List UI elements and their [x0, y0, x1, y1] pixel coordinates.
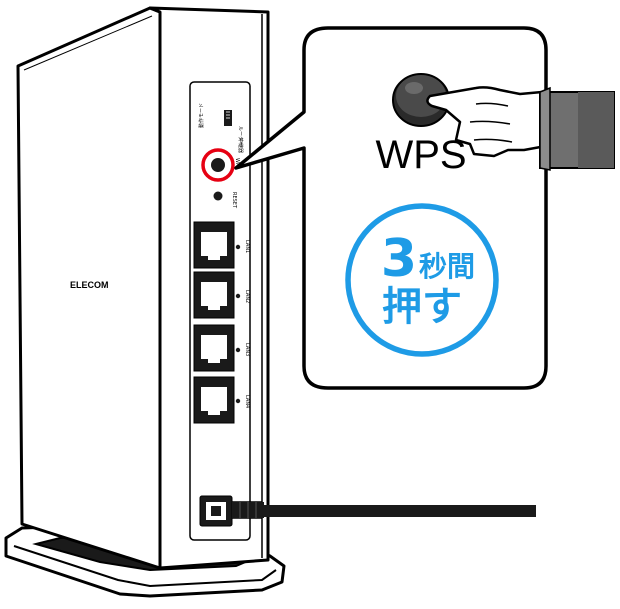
lan-port-2[interactable]	[193, 271, 241, 319]
instruction-badge	[345, 203, 499, 357]
mode-option-router: ルーター	[237, 126, 244, 146]
lan-label-2: LAN2	[244, 290, 250, 303]
power-connector	[199, 495, 233, 527]
mode-switch[interactable]	[224, 110, 232, 126]
power-cable	[232, 501, 536, 519]
action-text: 押す	[382, 284, 462, 330]
reset-label: RESET	[231, 192, 237, 209]
lan-label-1: LAN1	[244, 240, 250, 253]
device-wps-button[interactable]	[211, 158, 225, 172]
mode-switch-label: 動作モード	[198, 103, 205, 128]
duration-number: 3	[381, 229, 417, 289]
lan-label-4: LAN4	[244, 395, 250, 408]
lan-label-3: LAN3	[244, 343, 250, 356]
pointing-hand-icon	[426, 86, 615, 171]
mode-option-ap: 中継器	[237, 138, 244, 153]
lan-port-1[interactable]	[193, 221, 241, 269]
callout-wps-label: WPS	[375, 133, 466, 177]
reset-button[interactable]	[213, 191, 223, 201]
duration-unit: 秒間	[419, 250, 475, 283]
brand-logo: ELECOM	[70, 280, 109, 290]
wps-port-label: WPS	[234, 158, 240, 169]
lan-port-4[interactable]	[193, 376, 241, 424]
lan-port-3[interactable]	[193, 324, 241, 372]
